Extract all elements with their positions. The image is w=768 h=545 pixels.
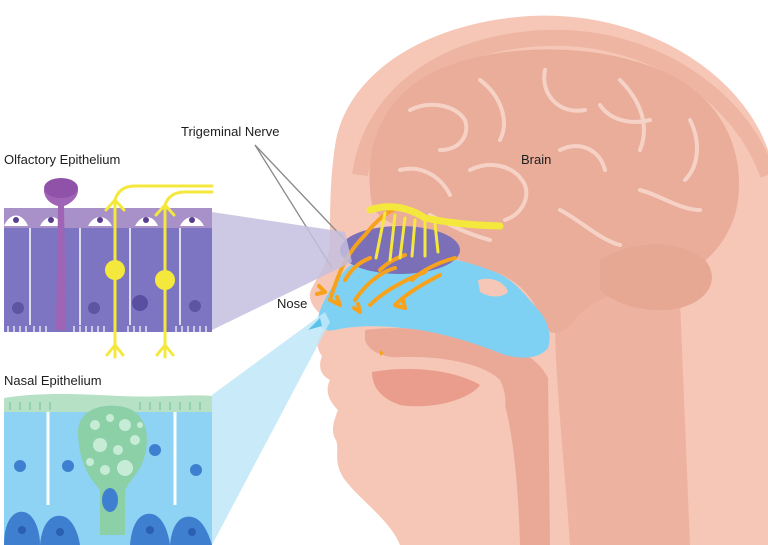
nasal-projection-tip [308, 318, 322, 330]
supporting-cell [44, 179, 78, 330]
olfactory-nuclei [12, 295, 201, 314]
olfactory-neurons [104, 184, 214, 359]
trigeminal-nerve [366, 203, 504, 262]
throat [365, 328, 550, 545]
nasal-projection [212, 312, 330, 545]
cerebellum [600, 244, 712, 311]
olfactory-neuron-bodies [105, 260, 175, 290]
goblet-vesicles [86, 414, 143, 476]
nasal-nuclei [14, 444, 202, 476]
basal-nuclei [18, 526, 196, 536]
sinus-detail [380, 350, 384, 356]
olfactory-epithelium-label: Olfactory Epithelium [4, 152, 121, 167]
olfactory-basal-comb [7, 326, 207, 332]
trigeminal-nerve-label: Trigeminal Nerve [181, 124, 280, 139]
olfactory-projection [212, 212, 352, 330]
brain [369, 49, 740, 333]
supporting-cell-top [44, 178, 78, 198]
brain-label: Brain [521, 152, 552, 167]
nasal-cell-dividers [46, 412, 177, 505]
nasal-cilia [9, 402, 201, 410]
olfactory-nerves [315, 205, 457, 314]
neck-inner [554, 254, 690, 545]
tongue [372, 368, 480, 407]
skull [352, 29, 768, 178]
nasal-epithelium-inset [4, 394, 212, 545]
brain-folds [398, 68, 702, 247]
goblet-cell [78, 405, 147, 535]
nasal-epithelium-label: Nasal Epithelium [4, 373, 102, 388]
olfactory-cell-dots [13, 217, 195, 223]
nose-label: Nose [277, 296, 308, 311]
nasal-turbinate [478, 278, 508, 297]
olfactory-cell-dividers [29, 228, 181, 325]
olfactory-epithelium-inset [4, 178, 214, 359]
goblet-nucleus [102, 488, 118, 512]
